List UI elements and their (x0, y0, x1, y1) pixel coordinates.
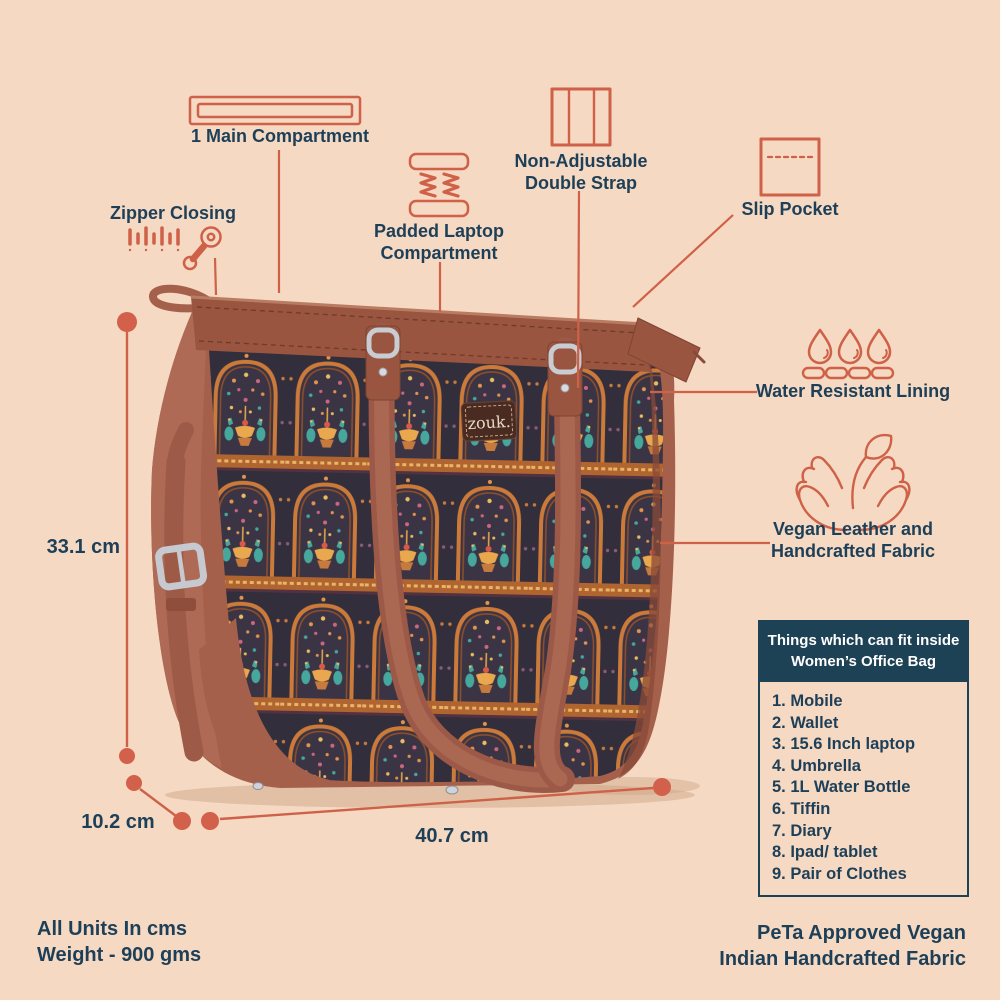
fit-box-header: Things which can fit inside Women’s Offi… (758, 620, 969, 682)
buckle (155, 542, 208, 591)
footer-right: PeTa Approved Vegan Indian Handcrafted F… (719, 920, 966, 972)
list-item: 5. 1L Water Bottle (772, 778, 911, 797)
hands-leaf-icon (795, 433, 911, 532)
bag-loop-handle (149, 284, 216, 313)
peta-note: PeTa Approved Vegan (757, 922, 966, 944)
bag-side-strap (155, 422, 208, 762)
list-item: 2. Wallet (772, 713, 839, 732)
measure-dot (117, 312, 137, 332)
double-strap-icon (550, 87, 612, 147)
measure-depth: 10.2 cm (81, 811, 155, 833)
list-item: 9. Pair of Clothes (772, 864, 907, 883)
strap-anchor-left (365, 325, 401, 401)
fit-box: Things which can fit inside Women’s Offi… (758, 620, 969, 898)
zipper-pull-icon (128, 226, 222, 271)
label-vegan-leather: Vegan Leather and Handcrafted Fabric (770, 519, 936, 561)
bag-foot (445, 785, 459, 795)
label-zipper-closing: Zipper Closing (110, 203, 236, 223)
fit-box-list: 1. Mobile 2. Wallet 3. 15.6 Inch laptop … (758, 682, 969, 898)
brand-label-text: zouk. (467, 412, 511, 433)
bag-zipper-flap (627, 317, 706, 383)
main-compartment-icon (188, 95, 362, 126)
callout-lines (213, 150, 770, 545)
measure-height: 33.1 cm (46, 536, 120, 558)
label-double-strap: Non-Adjustable Double Strap (514, 151, 648, 193)
padded-laptop-icon (408, 152, 470, 218)
water-drops-icon (801, 328, 895, 380)
brand-label: zouk. (460, 400, 518, 442)
list-item: 3. 15.6 Inch laptop (772, 735, 916, 754)
list-item: 1. Mobile (772, 692, 843, 710)
bag-shoulder-straps (368, 323, 582, 793)
strap-anchor-right (547, 341, 583, 417)
bag-top-trim (191, 297, 650, 372)
bag-corner-patch (199, 618, 330, 781)
bag-photo: zouk. (149, 284, 706, 808)
footer-left: All Units In cms Weight - 900 gms (37, 916, 201, 968)
label-water-resistant: Water Resistant Lining (755, 381, 951, 401)
label-main-compartment: 1 Main Compartment (190, 126, 370, 146)
list-item: 6. Tiffin (772, 799, 831, 818)
list-item: 7. Diary (772, 821, 832, 840)
measure-width: 40.7 cm (415, 825, 489, 847)
units-note: All Units In cms (37, 918, 188, 940)
label-padded-laptop: Padded Laptop Compartment (374, 221, 504, 263)
slip-pocket-icon (759, 137, 821, 197)
list-item: 4. Umbrella (772, 756, 861, 775)
measurement-lines (117, 312, 671, 830)
bag-fabric-panel (207, 318, 664, 783)
label-slip-pocket: Slip Pocket (741, 199, 839, 219)
list-item: 8. Ipad/ tablet (772, 843, 878, 862)
fabric-note: Indian Handcrafted Fabric (719, 948, 966, 970)
weight-note: Weight - 900 gms (37, 944, 202, 966)
